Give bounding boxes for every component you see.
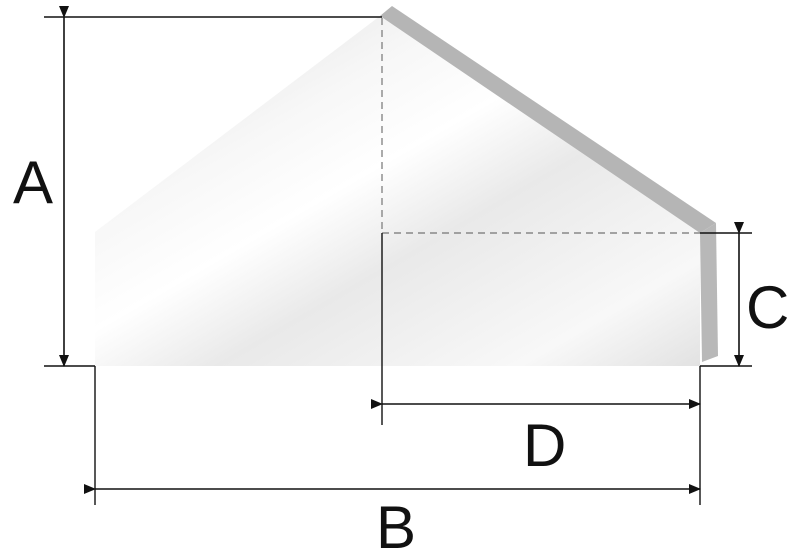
hidden-lines [381, 18, 700, 234]
cap-top-edge [380, 6, 716, 233]
label-c: C [746, 274, 789, 341]
extension-lines [44, 16, 752, 505]
cap-body-face [95, 16, 700, 366]
cap-side-edge [700, 223, 718, 362]
label-b: B [376, 494, 416, 553]
label-a: A [13, 149, 53, 216]
dimension-lines [59, 6, 744, 494]
cap-body [95, 6, 718, 366]
label-d: D [523, 412, 566, 479]
